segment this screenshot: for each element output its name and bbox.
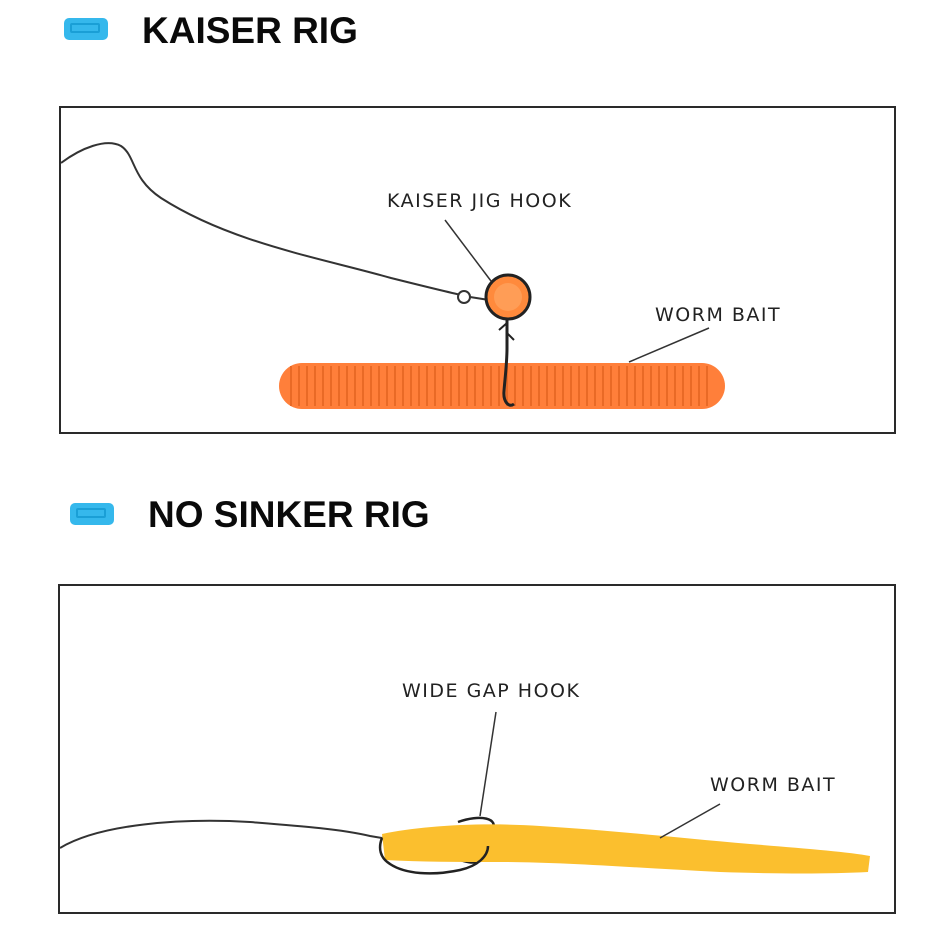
no-sinker-rig-diagram: WIDE GAP HOOK WORM BAIT: [58, 584, 896, 914]
badge-icon: [64, 18, 108, 40]
hook-eye: [457, 290, 471, 304]
no-sinker-rig-illustration: [60, 711, 870, 875]
fishing-line: [60, 819, 383, 849]
worm-bait: [382, 824, 870, 874]
fishing-line: [61, 142, 467, 297]
kaiser-jig-hook-label: KAISER JIG HOOK: [387, 190, 573, 212]
badge-icon: [70, 503, 114, 525]
kaiser-rig-diagram: KAISER JIG HOOK WORM BAIT: [59, 106, 896, 434]
worm-bait-label: WORM BAIT: [655, 304, 782, 326]
bait-callout-line: [628, 327, 710, 363]
hook-callout-line: [444, 219, 492, 282]
section-title-kaiser-rig: KAISER RIG: [142, 10, 358, 51]
section-title-no-sinker-rig: NO SINKER RIG: [148, 494, 430, 535]
hook-callout-line: [479, 711, 497, 817]
jig-hook: [502, 312, 515, 407]
worm-bait-label: WORM BAIT: [710, 774, 837, 796]
bait-callout-line: [659, 803, 721, 839]
kaiser-rig-illustration: [61, 142, 725, 409]
worm-bait: [279, 363, 725, 409]
wide-gap-hook-label: WIDE GAP HOOK: [402, 680, 581, 702]
